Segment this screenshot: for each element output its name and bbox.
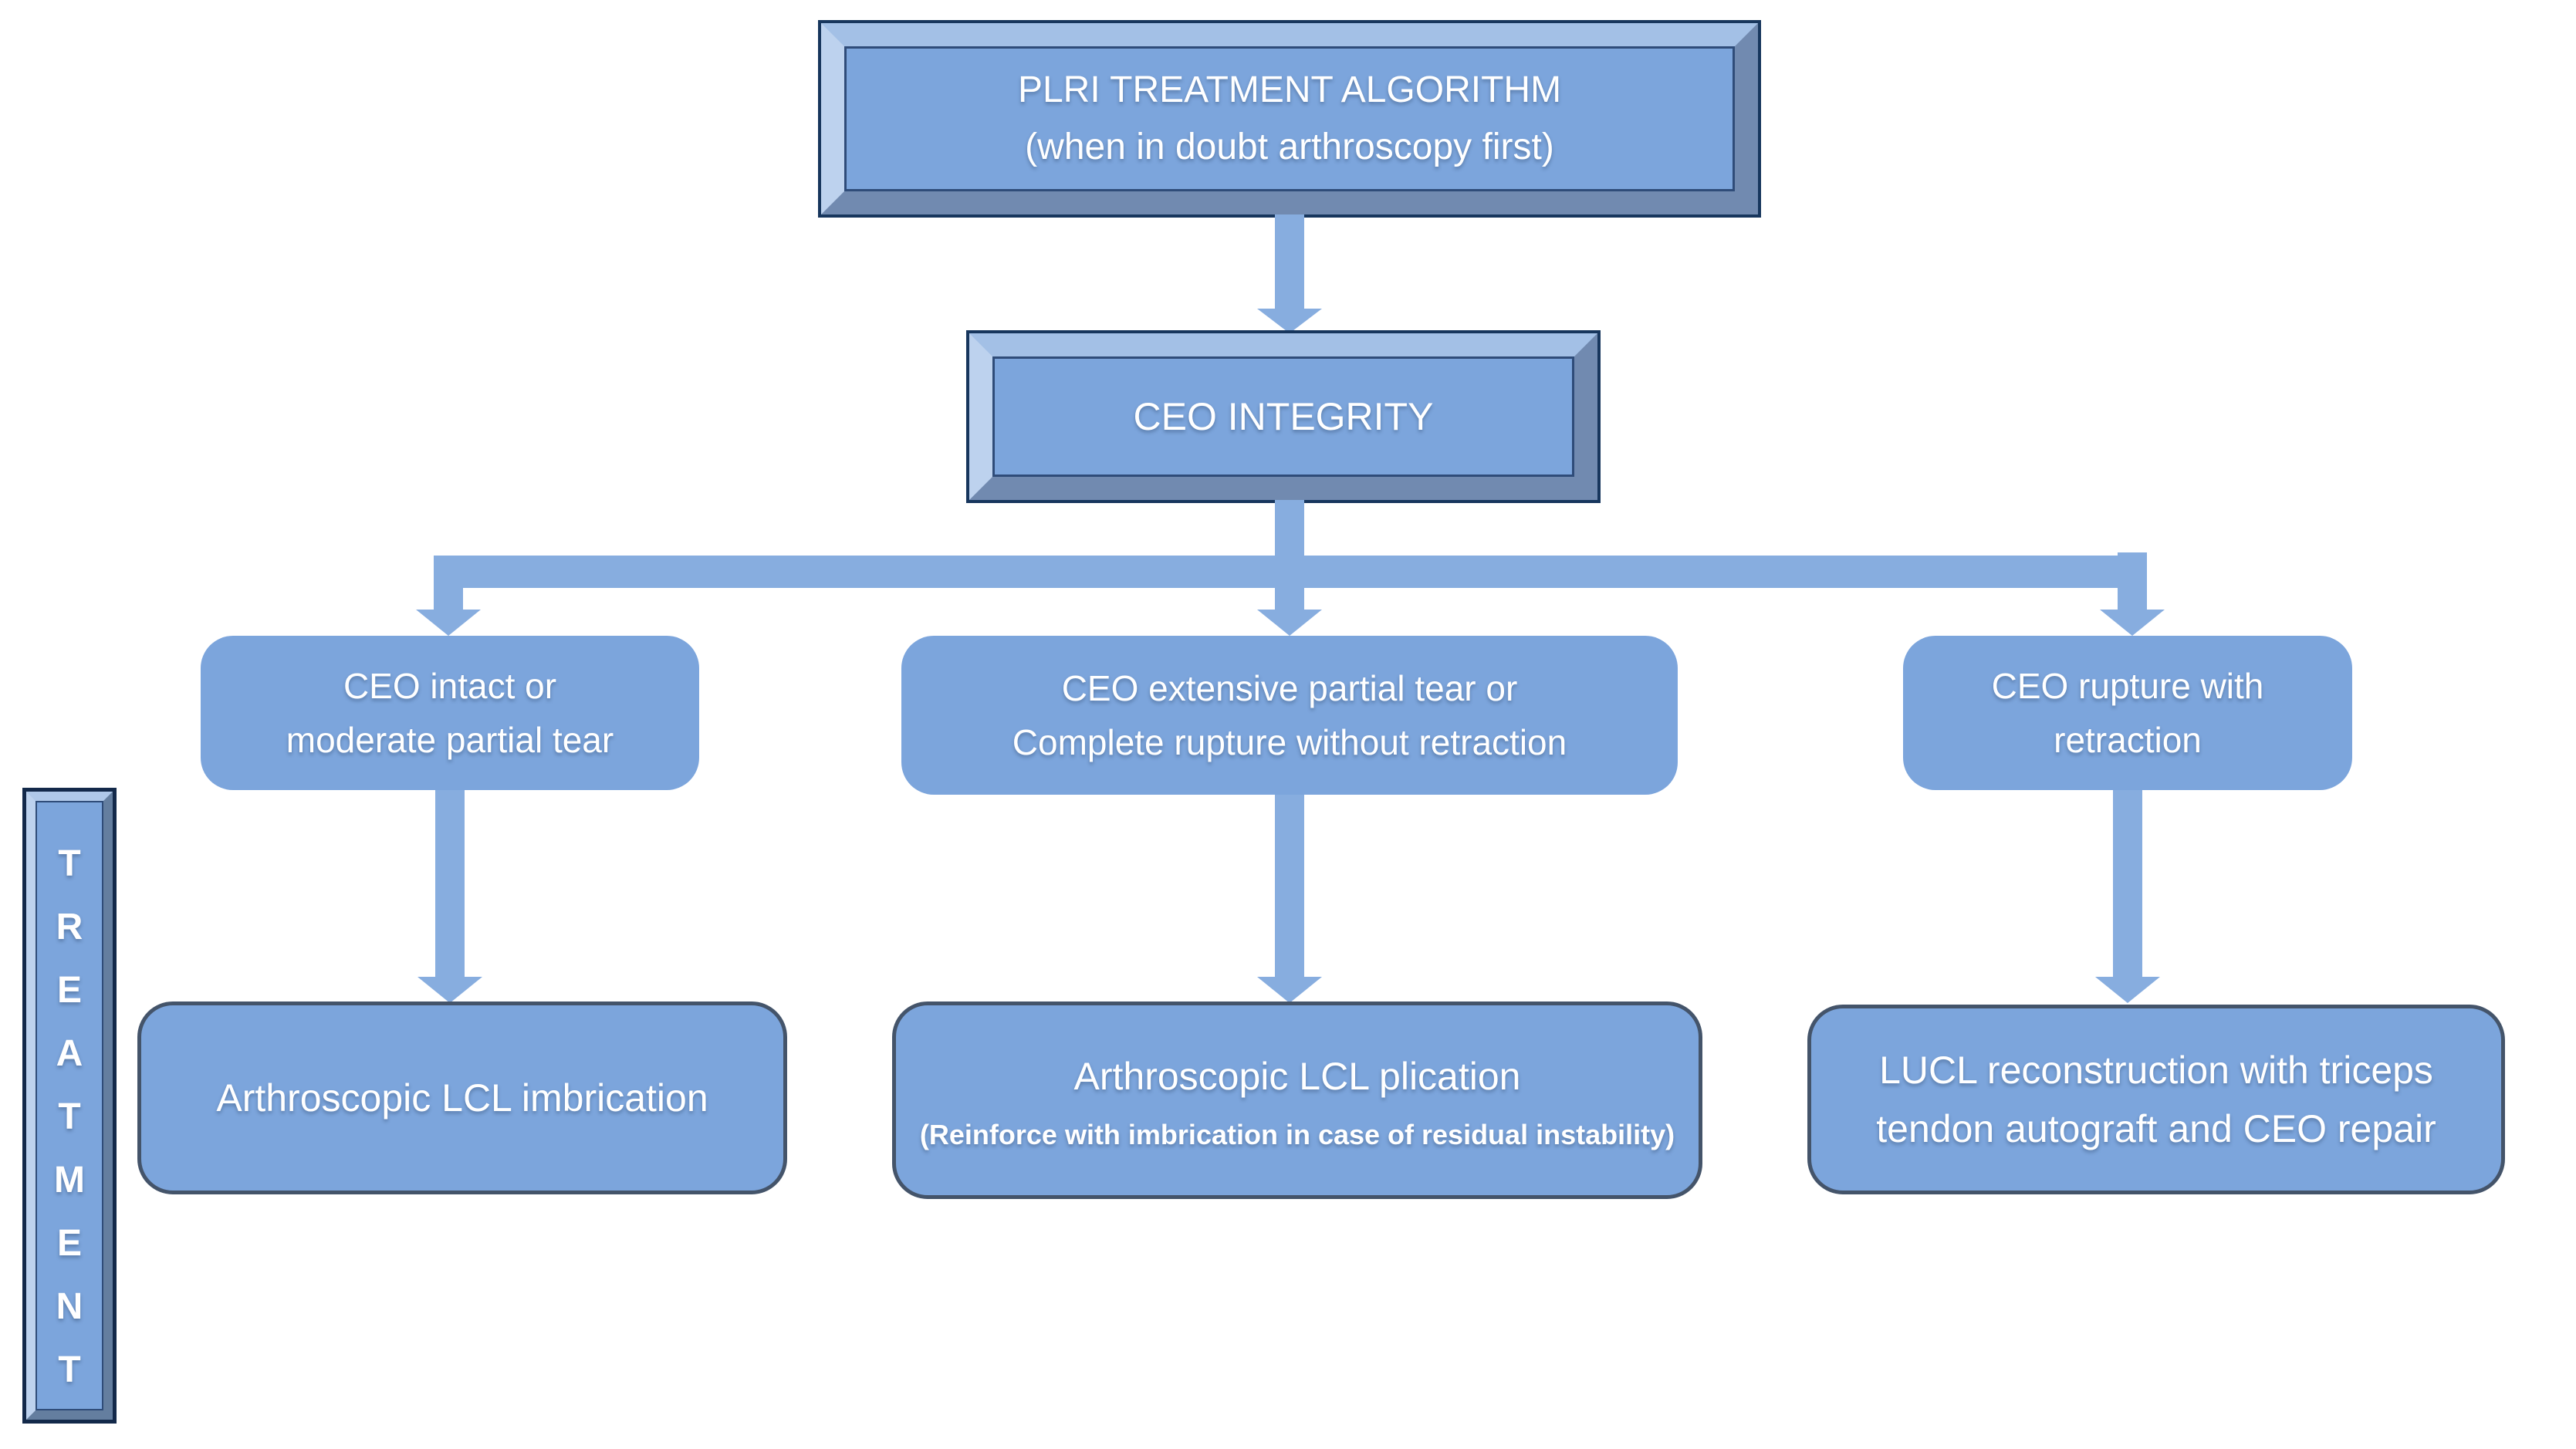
condition-box-center: CEO extensive partial tear or Complete r… xyxy=(901,636,1678,795)
condition-box-right: CEO rupture with retraction xyxy=(1903,636,2352,790)
treatment-box-left: Arthroscopic LCL imbrication xyxy=(137,1001,787,1194)
condition-right-line-1: CEO rupture with xyxy=(1991,666,2264,706)
condition-right-line-2: retraction xyxy=(2054,720,2202,760)
connector-title-to-decision-stem xyxy=(1275,214,1304,310)
treatment-box-center: Arthroscopic LCL plication (Reinforce wi… xyxy=(892,1001,1702,1199)
condition-box-left: CEO intact or moderate partial tear xyxy=(201,636,699,790)
treatment-right-line-2: tendon autograft and CEO repair xyxy=(1876,1107,2436,1150)
arrow-down-icon xyxy=(1257,610,1322,636)
side-letter: E xyxy=(56,970,82,1011)
branch-band xyxy=(434,556,2147,588)
decision-label: CEO INTEGRITY xyxy=(1133,395,1434,438)
arrow-down-icon xyxy=(416,610,481,636)
arrow-down-icon xyxy=(418,977,482,1003)
title-box-face: PLRI TREATMENT ALGORITHM (when in doubt … xyxy=(844,46,1735,191)
branch-right-stem xyxy=(2118,552,2147,610)
title-line-1: PLRI TREATMENT ALGORITHM xyxy=(1017,69,1562,110)
decision-box-face: CEO INTEGRITY xyxy=(992,356,1574,477)
decision-box: CEO INTEGRITY xyxy=(969,333,1597,500)
treatment-left-arrow-stem xyxy=(435,790,465,977)
treatment-center-line-1: Arthroscopic LCL plication xyxy=(1073,1055,1521,1098)
branch-center-stem xyxy=(1275,586,1304,610)
treatment-left-line-1: Arthroscopic LCL imbrication xyxy=(216,1076,708,1120)
condition-left-line-1: CEO intact or xyxy=(343,666,557,706)
treatment-box-right: LUCL reconstruction with triceps tendon … xyxy=(1807,1005,2505,1194)
connector-decision-stem xyxy=(1275,500,1304,557)
side-letter: E xyxy=(56,1223,82,1264)
arrow-down-icon xyxy=(2095,977,2160,1003)
side-letter: R xyxy=(56,907,83,947)
condition-left-line-2: moderate partial tear xyxy=(286,720,614,760)
branch-left-stem xyxy=(434,586,463,610)
side-letter: T xyxy=(58,1096,81,1137)
treatment-right-arrow-stem xyxy=(2113,790,2142,977)
treatment-center-arrow-stem xyxy=(1275,795,1304,977)
treatment-side-label-face: T R E A T M E N T xyxy=(35,801,103,1410)
side-letter: T xyxy=(58,843,81,884)
condition-center-line-2: Complete rupture without retraction xyxy=(1012,722,1567,762)
side-letter: N xyxy=(56,1286,83,1327)
treatment-side-label: T R E A T M E N T xyxy=(26,792,113,1420)
arrow-down-icon xyxy=(2100,610,2165,636)
title-line-2: (when in doubt arthroscopy first) xyxy=(1025,127,1554,167)
title-box: PLRI TREATMENT ALGORITHM (when in doubt … xyxy=(821,23,1758,214)
side-letter: T xyxy=(58,1349,81,1390)
arrow-down-icon xyxy=(1257,309,1322,333)
side-letter: A xyxy=(56,1033,83,1074)
condition-center-line-1: CEO extensive partial tear or xyxy=(1061,668,1518,708)
side-letter: M xyxy=(54,1160,85,1201)
treatment-center-note: (Reinforce with imbrication in case of r… xyxy=(919,1119,1675,1150)
treatment-right-line-1: LUCL reconstruction with triceps xyxy=(1879,1049,2433,1092)
arrow-down-icon xyxy=(1257,977,1322,1003)
